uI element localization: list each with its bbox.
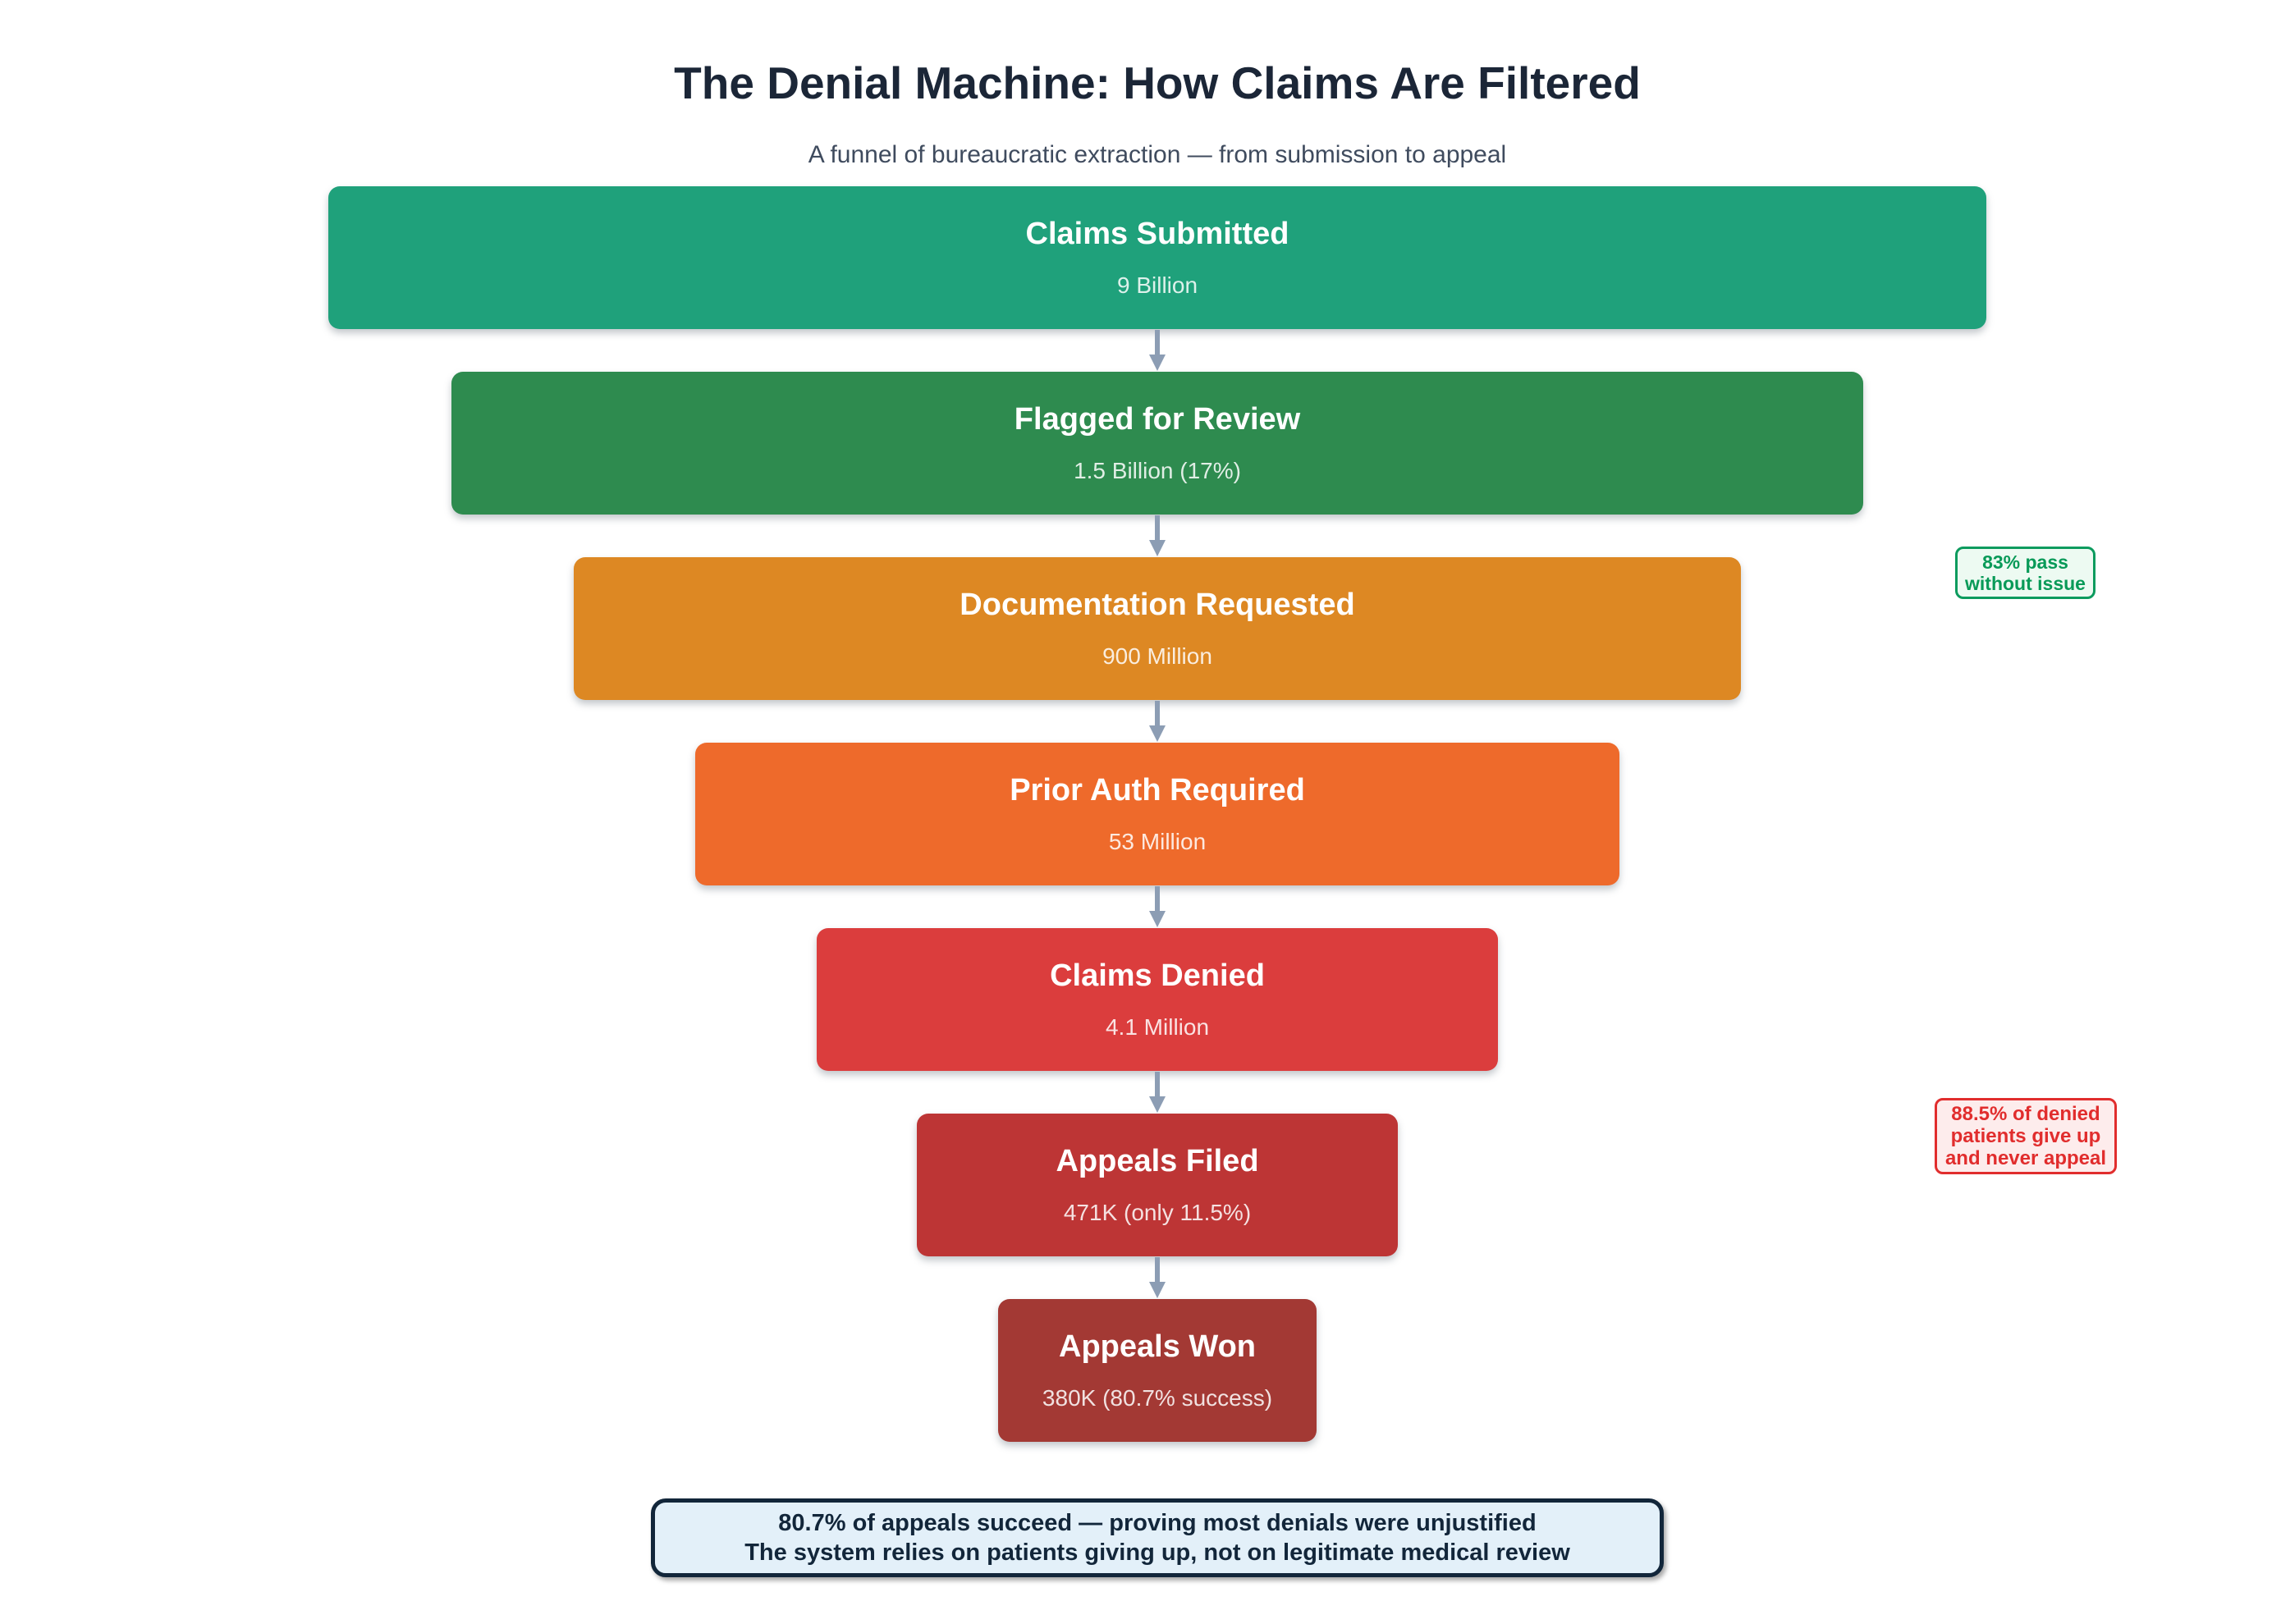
annotation-line: without issue: [1965, 573, 2086, 594]
stage-value: 900 Million: [1102, 643, 1212, 669]
funnel-stage-appeals-filed: Appeals Filed 471K (only 11.5%): [917, 1114, 1398, 1256]
funnel-stage-documentation-requested: Documentation Requested 900 Million: [574, 557, 1741, 700]
down-arrow-icon: [1147, 1256, 1167, 1299]
funnel-stage-appeals-won: Appeals Won 380K (80.7% success): [998, 1299, 1317, 1442]
chart-subtitle: A funnel of bureaucratic extraction — fr…: [808, 141, 1507, 168]
down-arrow-icon: [1147, 885, 1167, 928]
annotation-pass-without-issue: 83% pass without issue: [1955, 547, 2095, 599]
down-arrow-icon: [1147, 329, 1167, 372]
stage-value: 53 Million: [1108, 829, 1207, 854]
annotation-line: and never appeal: [1944, 1147, 2107, 1169]
stage-label: Claims Submitted: [1025, 217, 1289, 251]
down-arrow-icon: [1147, 515, 1167, 557]
callout-line-2: The system relies on patients giving up,…: [744, 1539, 1570, 1566]
funnel-stage-claims-denied: Claims Denied 4.1 Million: [817, 928, 1498, 1071]
funnel-stage-flagged-for-review: Flagged for Review 1.5 Billion (17%): [451, 372, 1863, 515]
stage-value: 1.5 Billion (17%): [1074, 458, 1241, 483]
stage-value: 4.1 Million: [1105, 1014, 1210, 1040]
stage-label: Claims Denied: [1050, 958, 1265, 993]
annotation-denied-give-up: 88.5% of denied patients give up and nev…: [1935, 1098, 2117, 1174]
annotation-line: patients give up: [1950, 1125, 2101, 1147]
stage-value: 471K (only 11.5%): [1063, 1200, 1252, 1225]
down-arrow-icon: [1147, 1071, 1167, 1114]
callout-line-1: 80.7% of appeals succeed — proving most …: [778, 1510, 1537, 1536]
summary-callout: 80.7% of appeals succeed — proving most …: [651, 1498, 1664, 1577]
stage-value: 380K (80.7% success): [1042, 1385, 1273, 1411]
funnel-stage-claims-submitted: Claims Submitted 9 Billion: [328, 186, 1986, 329]
stage-label: Documentation Requested: [960, 588, 1355, 622]
down-arrow-icon: [1147, 700, 1167, 743]
stage-label: Prior Auth Required: [1010, 773, 1305, 807]
stage-label: Flagged for Review: [1014, 402, 1301, 437]
annotation-line: 88.5% of denied: [1951, 1103, 2100, 1125]
annotation-line: 83% pass: [1982, 551, 2068, 573]
stage-label: Appeals Won: [1059, 1329, 1256, 1364]
funnel-stage-prior-auth-required: Prior Auth Required 53 Million: [695, 743, 1619, 885]
chart-title: The Denial Machine: How Claims Are Filte…: [674, 57, 1641, 108]
stage-value: 9 Billion: [1116, 272, 1198, 298]
stage-label: Appeals Filed: [1056, 1144, 1259, 1178]
